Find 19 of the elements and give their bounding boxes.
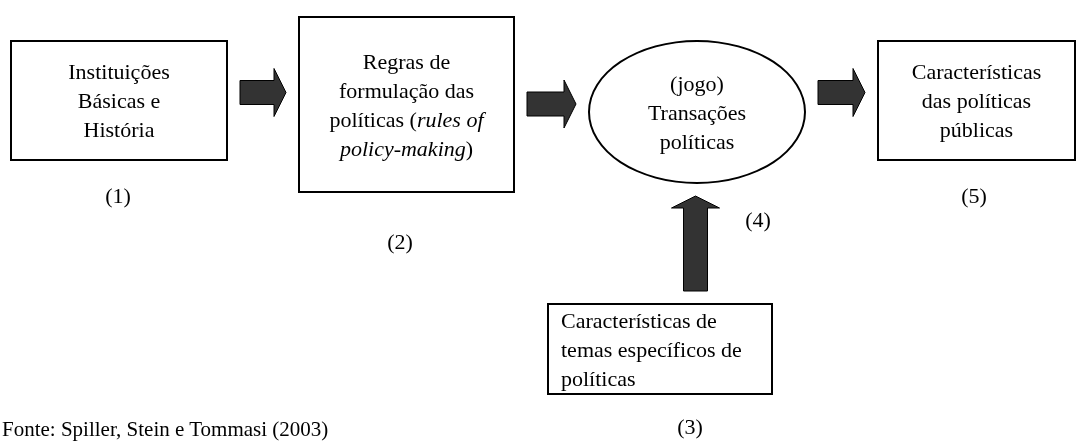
node-text: Características das políticas públicas: [910, 58, 1043, 144]
step-number: (4): [744, 207, 772, 233]
node-text: Instituições Básicas e História: [67, 58, 171, 144]
process-box: [10, 40, 228, 161]
block-arrow: [671, 195, 720, 292]
block-arrow: [239, 68, 287, 117]
source-caption: Fonte: Spiller, Stein e Tommasi (2003): [2, 416, 329, 442]
step-number: (5): [960, 183, 988, 209]
node-text: (jogo) Transações políticas: [646, 69, 748, 156]
step-number: (1): [104, 183, 132, 209]
process-box: [877, 40, 1076, 161]
step-number: (2): [386, 229, 414, 255]
node-text: Características de temas específicos de políticas: [561, 306, 743, 393]
block-arrow: [817, 68, 866, 117]
process-box: [547, 303, 773, 395]
process-box: [298, 16, 515, 193]
node-text: Regras de formulação das políticas (rules of policy-making): [328, 47, 487, 163]
block-arrow: [526, 79, 577, 129]
step-number: (3): [676, 414, 704, 440]
